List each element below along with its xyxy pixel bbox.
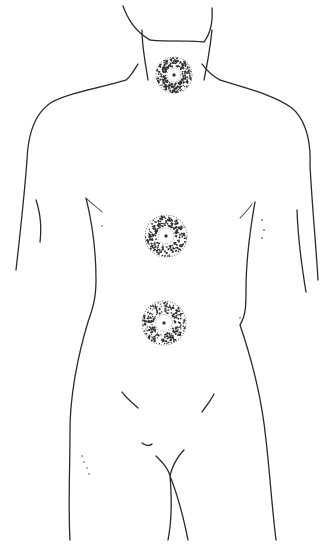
neck-outline: [126, 30, 220, 80]
hip-groin-outline: [122, 392, 214, 540]
neck-marker: [156, 57, 192, 93]
texture-specks: [81, 219, 265, 475]
lower-abdomen-marker: [142, 301, 186, 345]
head-outline: [123, 6, 212, 42]
shoulders-arms-outline: [16, 80, 318, 292]
upper-abdomen-marker: [145, 215, 187, 257]
